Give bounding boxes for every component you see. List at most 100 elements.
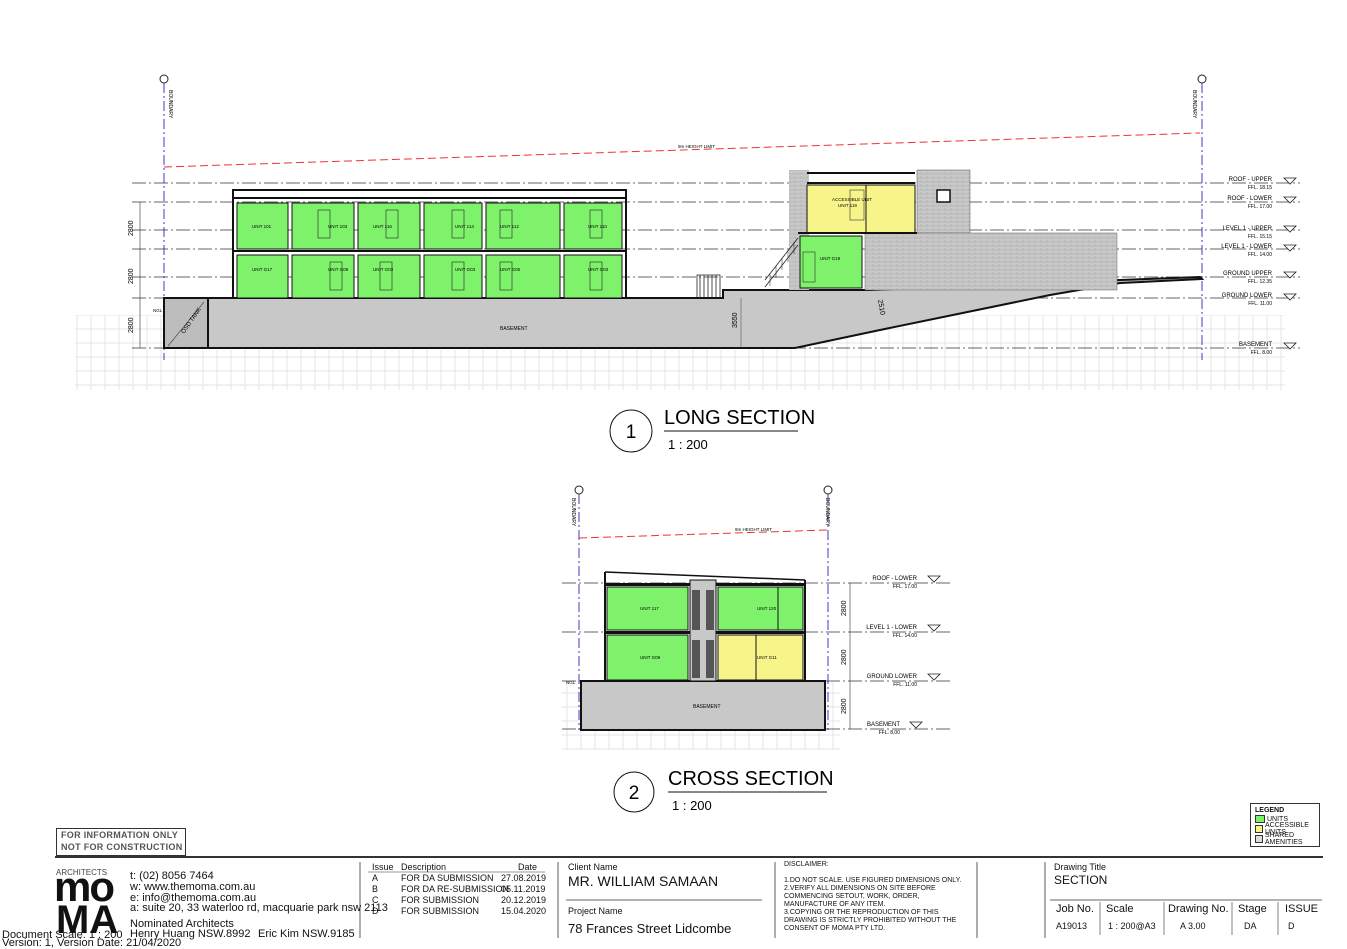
long-section: BOUNDARY BOUNDARY 9m HEIGHT LIMIT ROOF -…	[75, 74, 1300, 453]
info-stamp: FOR INFORMATION ONLY NOT FOR CONSTRUCTIO…	[56, 828, 186, 856]
level-marker: GROUND UPPER FFL. 12.35	[1223, 271, 1297, 285]
svg-text:9m HEIGHT LIMIT: 9m HEIGHT LIMIT	[735, 527, 772, 532]
svg-text:UNIT G05: UNIT G05	[500, 267, 521, 272]
svg-text:FFL. 17.00: FFL. 17.00	[893, 584, 917, 590]
logo-caption: ARCHITECTS	[56, 868, 108, 877]
svg-text:UNIT G19: UNIT G19	[820, 256, 841, 261]
svg-text:FFL. 17.00: FFL. 17.00	[1248, 204, 1272, 210]
legend-item: UNITS	[1255, 814, 1315, 824]
long-section-title: 1 LONG SECTION 1 : 200	[609, 407, 815, 453]
basement-label: BASEMENT	[500, 326, 528, 332]
svg-text:FFL. 11.00: FFL. 11.00	[1248, 301, 1272, 307]
scale-label: Scale	[1106, 903, 1134, 915]
boundary-label: BOUNDARY	[1191, 90, 1197, 119]
svg-text:UNIT 119: UNIT 119	[838, 203, 857, 208]
svg-text:BOUNDARY: BOUNDARY	[824, 498, 830, 527]
description-cell: FOR DA SUBMISSION	[401, 873, 494, 883]
logo-mark: mo	[54, 863, 115, 910]
svg-text:UNIT G03: UNIT G03	[373, 267, 394, 272]
svg-text:2800: 2800	[128, 220, 135, 236]
level-marker: GROUND LOWER FFL. 11.00	[1222, 293, 1297, 307]
description-cell: FOR SUBMISSION	[401, 895, 480, 905]
level-marker: BASEMENT FFL. 8.00	[1239, 342, 1297, 356]
title-block-frame	[55, 856, 1323, 938]
cross-level-markers: ROOF - LOWER FFL. 17.00 LEVEL 1 - LOWER …	[866, 575, 941, 736]
svg-text:FFL. 11.00: FFL. 11.00	[893, 682, 917, 688]
svg-text:LONG SECTION: LONG SECTION	[664, 407, 815, 429]
scale-value: 1 : 200@A3	[1108, 921, 1156, 931]
drawing-no: A 3.00	[1180, 921, 1206, 931]
logo-mark-bottom: MA	[56, 898, 119, 942]
firm-web[interactable]: w: www.themoma.com.au	[130, 881, 256, 893]
description-header: Description	[401, 862, 447, 872]
legend: LEGEND UNITS ACCESSIBLE UNITS SHARED AME…	[1250, 803, 1320, 847]
svg-text:UNIT G17: UNIT G17	[252, 267, 273, 272]
stage-value: DA	[1244, 921, 1257, 931]
job-label: Job No.	[1056, 903, 1094, 915]
svg-text:ACCESSIBLE UNIT: ACCESSIBLE UNIT	[832, 197, 872, 202]
svg-text:CROSS SECTION: CROSS SECTION	[668, 768, 834, 790]
svg-text:FFL. 8.00: FFL. 8.00	[1251, 350, 1273, 356]
svg-text:FFL. 8.00: FFL. 8.00	[879, 730, 901, 736]
architect-2: Eric Kim NSW.9185	[258, 928, 355, 940]
svg-text:ROOF - UPPER: ROOF - UPPER	[1229, 177, 1273, 183]
cross-building: UNIT 117 UNIT 120 UNIT G09 UNIT G11	[604, 571, 806, 682]
rear-building: ACCESSIBLE UNIT UNIT 119 UNIT G19	[764, 169, 1118, 291]
svg-text:UNIT 116: UNIT 116	[373, 224, 392, 229]
firm-phone: t: (02) 8056 7464	[130, 870, 214, 882]
firm-email[interactable]: e: info@themoma.com.au	[130, 892, 257, 904]
svg-text:UNIT 120: UNIT 120	[757, 606, 777, 611]
issue-cell: D	[372, 906, 379, 916]
disclaimer-title: DISCLAIMER:	[784, 861, 829, 868]
svg-text:2800: 2800	[841, 649, 848, 665]
svg-text:2800: 2800	[128, 268, 135, 284]
date-cell: 20.12.2019	[501, 895, 547, 905]
svg-text:1 : 200: 1 : 200	[668, 437, 708, 452]
svg-text:GROUND UPPER: GROUND UPPER	[1223, 271, 1273, 277]
drawing-title-label: Drawing Title	[1054, 862, 1107, 872]
svg-text:UNIT 101: UNIT 101	[252, 224, 272, 229]
project-name: 78 Frances Street Lidcombe	[568, 921, 732, 936]
svg-text:FFL. 14.00: FFL. 14.00	[1248, 252, 1272, 258]
svg-text:3550: 3550	[732, 312, 739, 328]
svg-text:BASEMENT: BASEMENT	[1239, 342, 1272, 348]
svg-text:1 : 200: 1 : 200	[672, 798, 712, 813]
nominated-architects: Nominated Architects	[130, 918, 234, 930]
svg-text:FFL. 14.00: FFL. 14.00	[893, 633, 917, 639]
boundary-right: BOUNDARY	[823, 485, 833, 730]
svg-text:LEVEL 1 - UPPER: LEVEL 1 - UPPER	[1223, 226, 1273, 232]
front-building: UNIT 101 UNIT 103 UNIT 116 UNIT 114 UNIT…	[232, 189, 627, 299]
svg-text:UNIT G03: UNIT G03	[455, 267, 476, 272]
svg-text:GROUND LOWER: GROUND LOWER	[1222, 293, 1273, 299]
svg-text:UNIT G09: UNIT G09	[640, 655, 661, 660]
level-marker: LEVEL 1 - UPPER FFL. 15.15	[1223, 225, 1297, 240]
boundary-label: BOUNDARY	[167, 90, 173, 119]
date-cell: 27.08.2019	[501, 873, 547, 883]
svg-text:2510: 2510	[876, 299, 886, 316]
svg-text:UNIT G03: UNIT G03	[588, 267, 609, 272]
level-marker: ROOF - UPPER FFL. 18.15	[1229, 177, 1297, 191]
cross-basement	[580, 680, 826, 731]
issue-label: ISSUE	[1285, 903, 1319, 915]
svg-text:FFL. 12.35: FFL. 12.35	[1248, 279, 1272, 285]
project-label: Project Name	[568, 906, 623, 916]
legend-item: ACCESSIBLE UNITS	[1255, 822, 1315, 836]
legend-title: LEGEND	[1255, 807, 1285, 814]
date-cell: 05.11.2019	[501, 884, 546, 894]
stage-label: Stage	[1238, 903, 1267, 915]
cross-section-title: 2 CROSS SECTION 1 : 200	[613, 768, 834, 813]
svg-text:2: 2	[629, 783, 640, 804]
svg-text:2800: 2800	[841, 600, 848, 616]
svg-text:2800: 2800	[841, 698, 848, 714]
svg-text:UNIT 103: UNIT 103	[328, 224, 348, 229]
svg-text:FFL. 18.15: FFL. 18.15	[1248, 185, 1272, 191]
middle-stair	[696, 274, 721, 298]
issue-value: D	[1288, 921, 1295, 931]
boundary-left: BOUNDARY	[570, 485, 584, 730]
level-marker: LEVEL 1 - LOWER FFL. 14.00	[1221, 244, 1297, 258]
svg-text:1: 1	[626, 422, 637, 443]
basement	[163, 275, 1205, 349]
description-cell: FOR SUBMISSION	[401, 906, 480, 916]
svg-text:LEVEL 1 - LOWER: LEVEL 1 - LOWER	[1221, 244, 1272, 250]
